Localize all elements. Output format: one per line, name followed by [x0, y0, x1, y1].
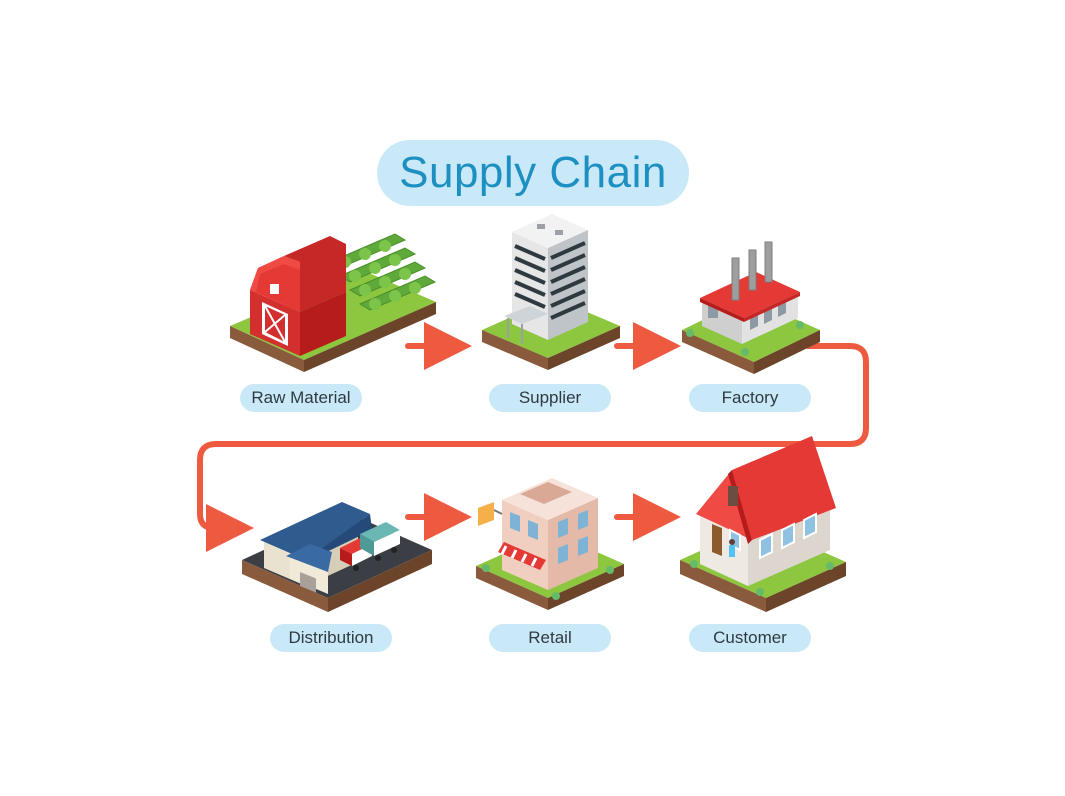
label-supplier: Supplier: [489, 384, 611, 412]
flow-arrows: [197, 322, 869, 552]
barn-farm-icon: [230, 233, 437, 372]
person-figure: [729, 539, 735, 557]
label-distribution: Distribution: [270, 624, 392, 652]
label-customer: Customer: [689, 624, 811, 652]
warehouse-trucks-icon: [242, 502, 432, 612]
office-building-icon: [482, 214, 620, 370]
label-factory: Factory: [689, 384, 811, 412]
label-retail: Retail: [489, 624, 611, 652]
house-icon: [680, 436, 846, 612]
arrow-factory-to-distribution: [197, 343, 869, 552]
diagram-title: Supply Chain: [377, 140, 689, 206]
truck-teal: [360, 522, 400, 556]
label-raw-material: Raw Material: [240, 384, 362, 412]
retail-store-icon: [476, 478, 624, 610]
factory-icon: [682, 241, 820, 374]
